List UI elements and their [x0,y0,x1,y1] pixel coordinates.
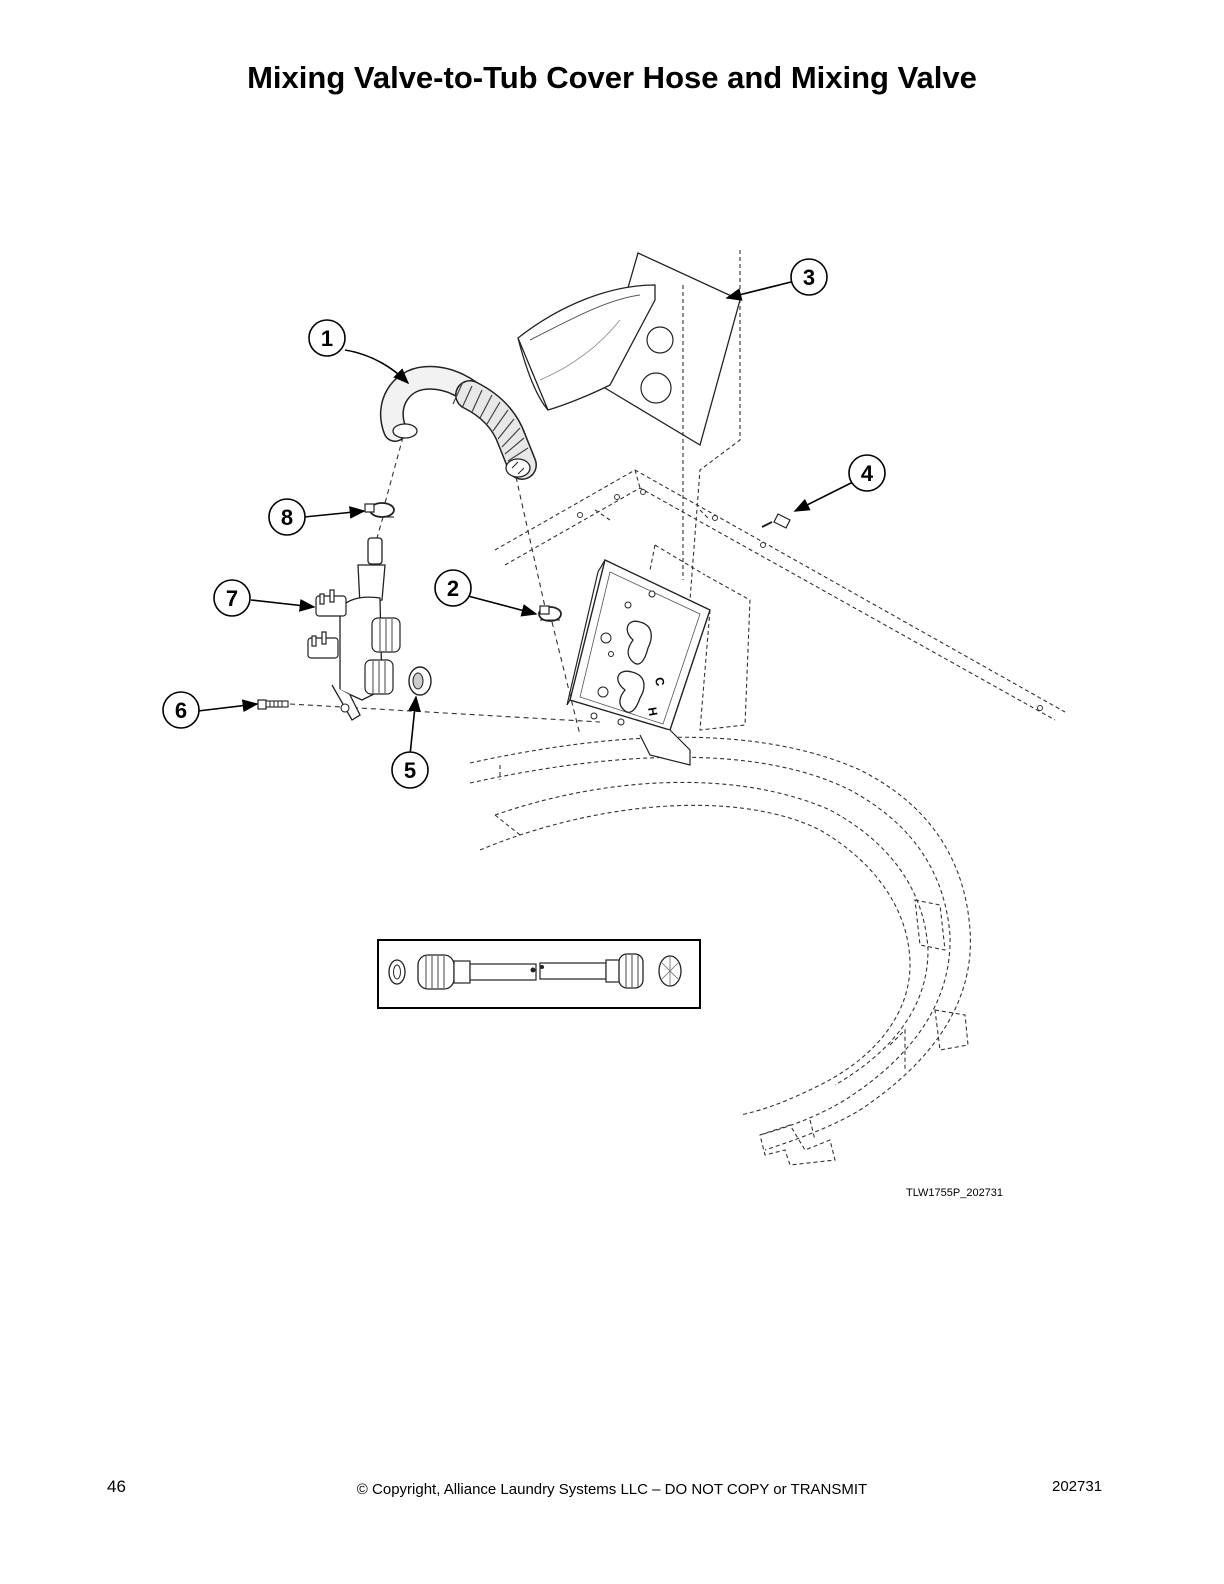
callout-6: 6 [162,691,200,729]
hose-clamp-top [364,502,395,518]
callout-1: 1 [308,319,346,357]
callout-5: 5 [391,751,429,789]
callout-leaders [197,280,856,756]
callout-8: 8 [268,498,306,536]
inlet-screen [408,666,432,696]
callout-5-number: 5 [404,758,416,783]
callout-8-number: 8 [281,505,293,530]
bracket-h-label: H [645,706,660,717]
document-number: 202731 [1052,1478,1103,1495]
callout-4: 4 [848,454,886,492]
valve-mounting-bracket: C H [566,544,751,766]
callout-3: 3 [790,258,828,296]
callout-4-number: 4 [861,461,874,486]
figure-code: TLW1755P_202731 [906,1187,1004,1199]
cabinet-frame-outline [494,469,1066,721]
callout-6-number: 6 [175,698,187,723]
page-number: 46 [107,1477,126,1496]
assembly-guide-lines [289,436,601,736]
mixing-valve [307,537,401,721]
hose-clamp-lower [538,605,562,622]
bracket-c-label: C [652,676,667,687]
mixing-valve-hose [379,365,537,480]
frame-holes [577,489,1043,711]
cabinet-screw [761,513,791,529]
copyright-notice: © Copyright, Alliance Laundry Systems LL… [356,1481,868,1498]
callout-1-number: 1 [321,326,333,351]
callout-7: 7 [213,579,251,617]
tub-cover-inlet-funnel [517,250,741,601]
callout-7-number: 7 [226,586,238,611]
page-title: Mixing Valve-to-Tub Cover Hose and Mixin… [247,60,977,95]
callout-3-number: 3 [803,265,815,290]
hose-detail-inset [377,939,701,1009]
callout-2-number: 2 [447,576,459,601]
mounting-screw [257,699,289,710]
callout-2: 2 [434,569,472,607]
